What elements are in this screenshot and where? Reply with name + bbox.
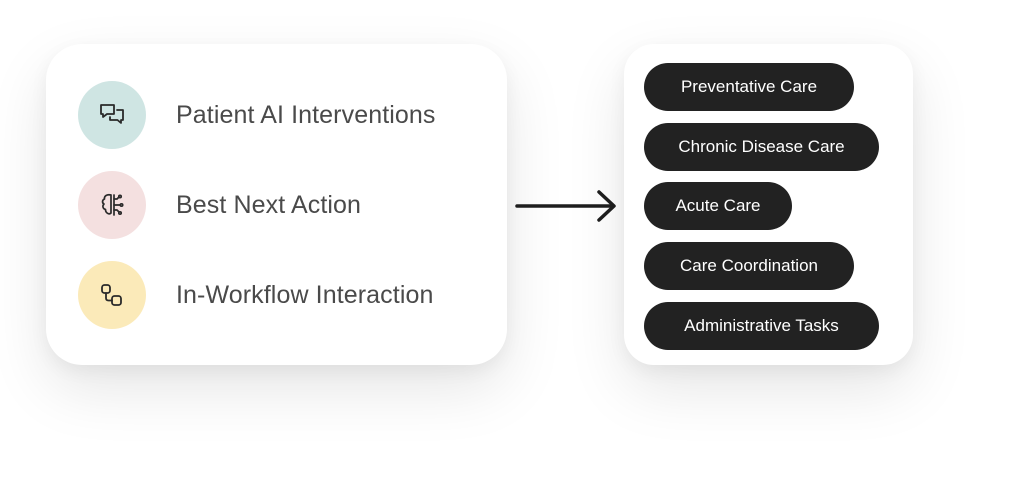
capability-item: In-Workflow Interaction — [78, 260, 434, 330]
capability-label: In-Workflow Interaction — [176, 280, 434, 309]
capability-item: Best Next Action — [78, 170, 361, 240]
care-area-pill: Administrative Tasks — [644, 302, 879, 350]
capability-label: Patient AI Interventions — [176, 100, 436, 129]
care-area-pill: Acute Care — [644, 182, 792, 230]
care-area-pill: Care Coordination — [644, 242, 854, 290]
workflow-nodes-icon — [78, 261, 146, 329]
brain-icon — [78, 171, 146, 239]
chat-bubbles-icon — [78, 81, 146, 149]
capability-item: Patient AI Interventions — [78, 80, 436, 150]
capabilities-card: Patient AI Interventions Best Next Actio… — [46, 44, 507, 365]
care-area-pill: Chronic Disease Care — [644, 123, 879, 171]
arrow-right-icon — [515, 190, 616, 222]
care-area-pill: Preventative Care — [644, 63, 854, 111]
capability-label: Best Next Action — [176, 190, 362, 219]
care-areas-card: Preventative Care Chronic Disease Care A… — [624, 44, 913, 365]
